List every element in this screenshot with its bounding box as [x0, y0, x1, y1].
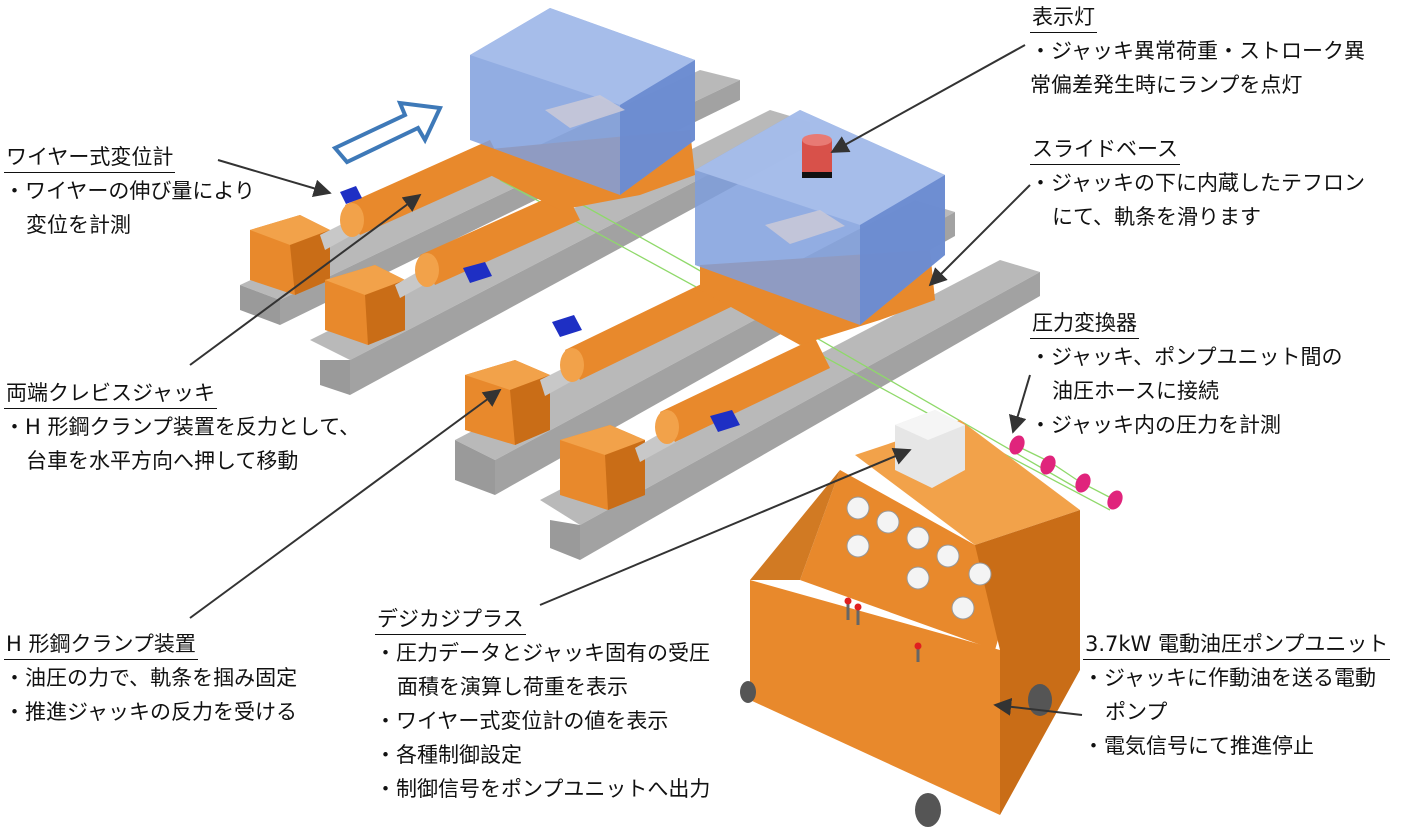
label-digica-plus-title: デジカジプラス	[375, 604, 526, 635]
pressure-transducers	[1009, 435, 1123, 510]
label-pressure-transducer: 圧力変換器 ・ジャッキ、ポンプユニット間の 油圧ホースに接続 ・ジャッキ内の圧力…	[1030, 306, 1342, 442]
label-pressure-transducer-title: 圧力変換器	[1030, 308, 1139, 339]
label-h-beam-clamp-title: H 形鋼クランプ装置	[4, 629, 198, 660]
label-indicator-lamp: 表示灯 ・ジャッキ異常荷重・ストローク異 常偏差発生時にランプを点灯	[1030, 0, 1365, 102]
label-pump-unit-line-1: ・ジャッキに作動油を送る電動	[1083, 666, 1376, 690]
slide-base-upper	[470, 8, 695, 210]
label-pump-unit: 3.7kW 電動油圧ポンプユニット ・ジャッキに作動油を送る電動 ポンプ ・電気…	[1083, 627, 1391, 763]
label-digica-plus: デジカジプラス ・圧力データとジャッキ固有の受圧 面積を演算し荷重を表示 ・ワイ…	[375, 602, 710, 806]
label-slide-base-title: スライドベース	[1030, 134, 1180, 165]
label-digica-plus-line-4: ・各種制御設定	[375, 743, 522, 767]
label-clevis-jack-title: 両端クレビスジャッキ	[4, 378, 217, 409]
pump-unit	[740, 410, 1080, 827]
slide-base-lower	[695, 110, 945, 345]
label-pump-unit-line-3: ・電気信号にて推進停止	[1083, 734, 1314, 758]
label-digica-plus-line-3: ・ワイヤー式変位計の値を表示	[375, 709, 669, 733]
label-digica-plus-line-5: ・制御信号をポンプユニットへ出力	[375, 777, 711, 801]
label-slide-base-line-1: ・ジャッキの下に内蔵したテフロン	[1030, 171, 1365, 195]
leader-lines	[189, 44, 1083, 716]
label-wire-gauge-title: ワイヤー式変位計	[4, 142, 176, 173]
label-h-beam-clamp-line-2: ・推進ジャッキの反力を受ける	[4, 700, 297, 724]
label-wire-gauge-line-2: 変位を計測	[26, 213, 131, 237]
label-h-beam-clamp-line-1: ・油圧の力で、軌条を掴み固定	[4, 666, 298, 690]
label-slide-base-line-2: にて、軌条を滑ります	[1052, 205, 1261, 229]
label-digica-plus-line-2: 面積を演算し荷重を表示	[397, 675, 628, 699]
label-pump-unit-title: 3.7kW 電動油圧ポンプユニット	[1083, 629, 1391, 660]
label-pump-unit-line-2: ポンプ	[1105, 700, 1168, 724]
label-h-beam-clamp: H 形鋼クランプ装置 ・油圧の力で、軌条を掴み固定 ・推進ジャッキの反力を受ける	[4, 627, 297, 729]
label-wire-gauge: ワイヤー式変位計 ・ワイヤーの伸び量により 変位を計測	[4, 140, 255, 242]
jack-assembly-lower	[465, 275, 830, 510]
label-wire-gauge-line-1: ・ワイヤーの伸び量により	[4, 179, 255, 203]
direction-arrow-icon	[331, 100, 443, 165]
label-clevis-jack-line-2: 台車を水平方向へ押して移動	[26, 449, 299, 473]
label-pressure-transducer-line-2: 油圧ホースに接続	[1052, 379, 1219, 403]
label-pressure-transducer-line-3: ・ジャッキ内の圧力を計測	[1030, 413, 1281, 437]
label-clevis-jack: 両端クレビスジャッキ ・H 形鋼クランプ装置を反力として、 台車を水平方向へ押し…	[4, 376, 360, 478]
label-clevis-jack-line-1: ・H 形鋼クランプ装置を反力として、	[4, 415, 361, 439]
label-indicator-lamp-line-1: ・ジャッキ異常荷重・ストローク異	[1030, 39, 1365, 63]
indicator-lamp	[802, 134, 832, 178]
label-indicator-lamp-line-2: 常偏差発生時にランプを点灯	[1030, 73, 1303, 97]
label-pressure-transducer-line-1: ・ジャッキ、ポンプユニット間の	[1030, 345, 1343, 369]
jack-assembly-upper	[250, 140, 580, 345]
label-indicator-lamp-title: 表示灯	[1030, 2, 1097, 33]
label-digica-plus-line-1: ・圧力データとジャッキ固有の受圧	[375, 641, 710, 665]
label-slide-base: スライドベース ・ジャッキの下に内蔵したテフロン にて、軌条を滑ります	[1030, 132, 1365, 234]
